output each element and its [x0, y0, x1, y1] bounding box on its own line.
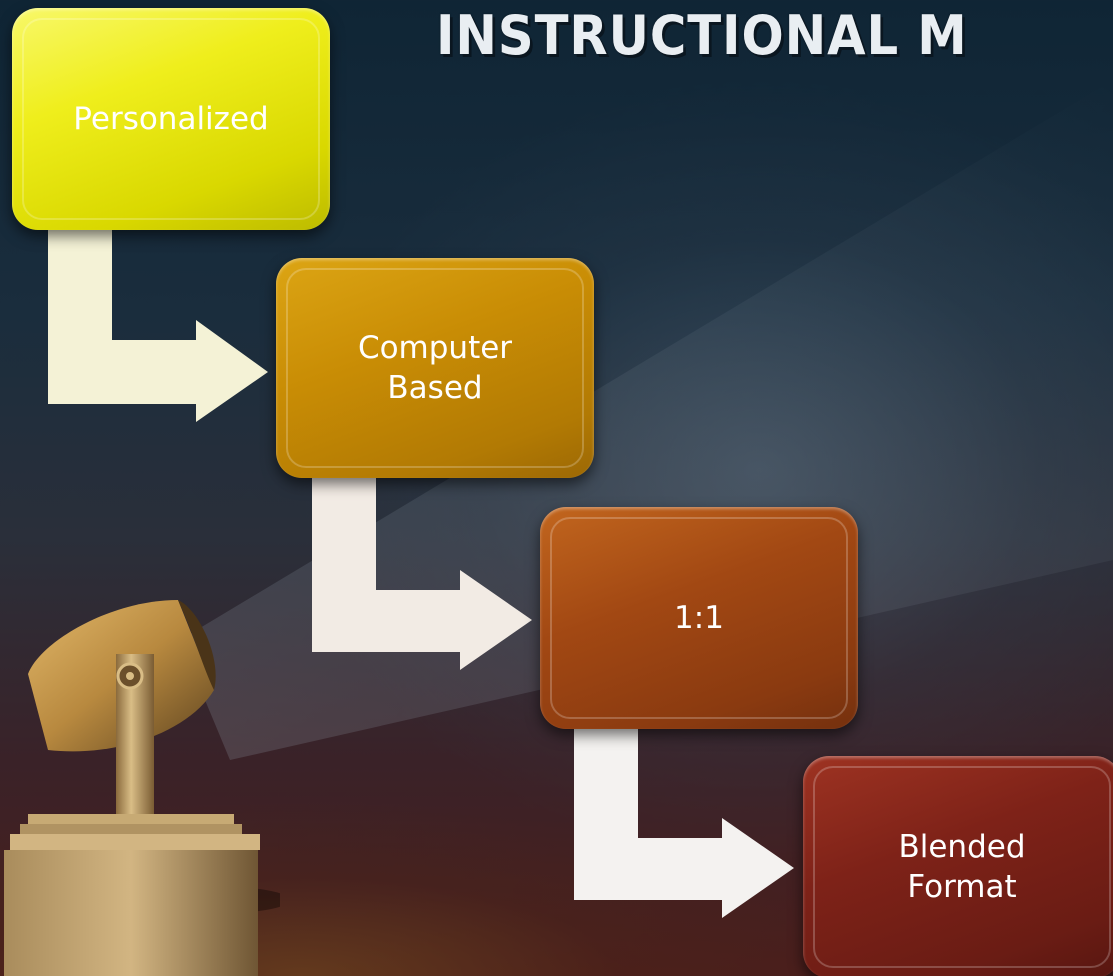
step-label: Blended Format: [898, 828, 1026, 905]
step-box-blended-format: Blended Format: [803, 756, 1113, 976]
bent-arrow-1: [48, 230, 268, 422]
bent-arrow-2: [312, 478, 532, 670]
step-box-personalized: Personalized: [12, 8, 330, 230]
bent-arrow-3: [574, 729, 794, 918]
spotlight-icon: [4, 600, 280, 976]
step-label: 1:1: [674, 599, 724, 636]
step-box-computer-based: Computer Based: [276, 258, 594, 478]
step-label: Personalized: [73, 100, 269, 137]
page-title: INSTRUCTIONAL M: [436, 4, 968, 67]
step-box-one-to-one: 1:1: [540, 507, 858, 729]
step-label: Computer Based: [357, 329, 513, 406]
